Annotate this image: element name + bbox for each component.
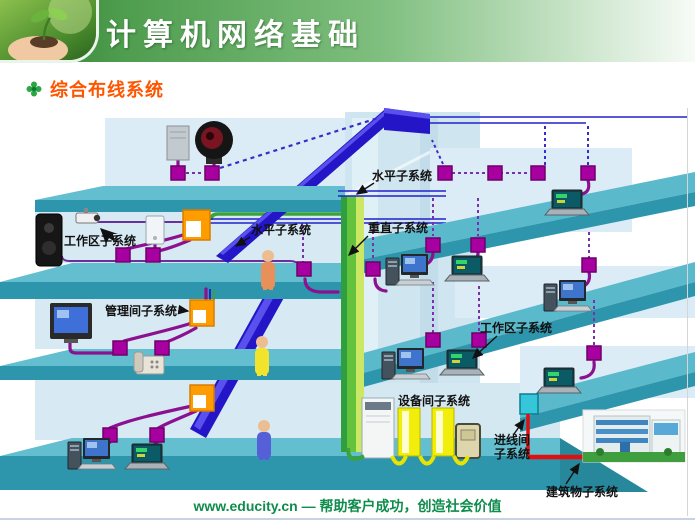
- vertical-riser-cable: [341, 196, 364, 452]
- junction-box-floor3: [189, 299, 215, 327]
- flower-bullet-icon: [26, 81, 42, 97]
- junction-box-floor2: [182, 209, 211, 241]
- black-tower-speaker-icon: [35, 213, 63, 267]
- label-equipment-subsystem: 设备间子系统: [398, 393, 470, 408]
- label-building-subsystem: 建筑物子系统: [545, 484, 618, 499]
- diagram-labels: 水平子系统 重直子系统 水平子系统 工作区子系统 管理间子系统 工作区子系统 设…: [64, 168, 618, 499]
- junction-box-floor4: [189, 384, 215, 412]
- section-heading-row: 综合布线系统: [26, 76, 164, 102]
- floor2-horizontal-cables: [61, 212, 446, 266]
- entrance-box-icon: [519, 393, 539, 415]
- junction-bundles: [209, 289, 215, 300]
- telephone-icon: [133, 351, 165, 375]
- desktop-pc: [543, 279, 593, 312]
- page-title: 计算机网络基础: [106, 19, 365, 52]
- cursor-arrow-icon: [100, 228, 118, 244]
- section-heading: 综合布线系统: [50, 80, 164, 100]
- desktop-pc: [67, 437, 117, 470]
- laptop: [444, 255, 490, 282]
- wall-sensor-icon: [145, 215, 165, 245]
- slide-right-border: [687, 108, 688, 516]
- tv-monitor-icon: [50, 303, 92, 343]
- laptop: [544, 189, 590, 216]
- hands-plant-logo-image: [0, 0, 99, 63]
- ceiling-camera-icon: [75, 208, 101, 224]
- label-entrance-subsystem-line2: 子系统: [494, 446, 530, 461]
- slide-footer: www.educity.cn — 帮助客户成功，创造社会价值: [0, 496, 695, 516]
- hands-plant-illustration: [0, 0, 96, 60]
- structured-cabling-diagram: 水平子系统 重直子系统 水平子系统 工作区子系统 管理间子系统 工作区子系统 设…: [0, 108, 695, 499]
- laptop: [536, 367, 582, 394]
- desktop-pc: [385, 253, 435, 286]
- building-feed-cable: [526, 414, 586, 460]
- footer-slogan: www.educity.cn — 帮助客户成功，创造社会价值: [193, 498, 502, 514]
- person-figure: [257, 420, 271, 460]
- label-vertical-subsystem: 重直子系统: [368, 220, 428, 235]
- slide-header: 计算机网络基础: [0, 0, 695, 63]
- equipment-room-devices: [346, 397, 481, 466]
- bottom-divider: [0, 518, 695, 520]
- laptop: [124, 443, 170, 470]
- label-management-subsystem: 管理间子系统: [105, 303, 177, 318]
- wall-box-device-icon: [166, 125, 190, 161]
- desktop-pc: [381, 347, 431, 380]
- person-figure: [261, 250, 275, 290]
- label-work-area-subsystem-right: 工作区子系统: [480, 320, 552, 335]
- building-photo: [582, 409, 686, 463]
- siren-speaker-icon: [195, 121, 233, 164]
- person-figure: [255, 336, 269, 376]
- label-horizontal-subsystem-mid: 水平子系统: [251, 222, 311, 237]
- label-horizontal-subsystem-top: 水平子系统: [372, 168, 432, 183]
- label-entrance-subsystem-line1: 进线间: [494, 432, 530, 447]
- label-work-area-subsystem-left: 工作区子系统: [64, 233, 136, 248]
